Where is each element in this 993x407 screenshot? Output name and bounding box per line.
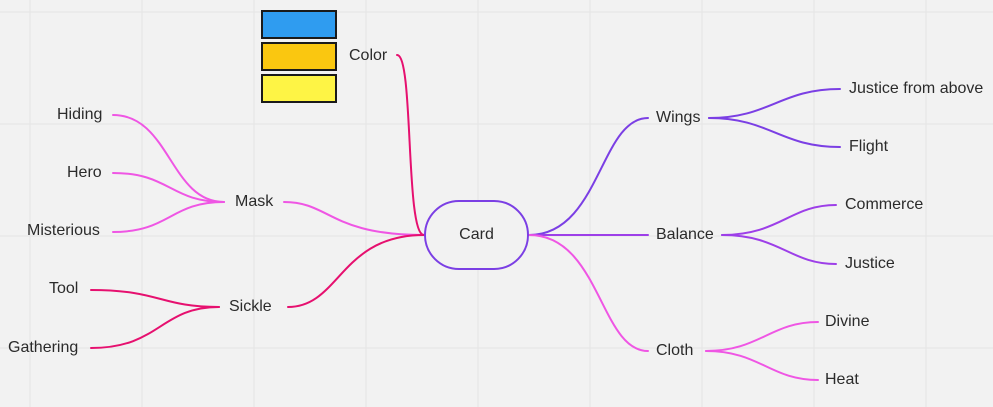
node-tool[interactable]: Tool	[49, 280, 79, 297]
node-cloth[interactable]: Cloth	[656, 342, 694, 359]
connector-mask-hiding	[112, 114, 225, 203]
connector-balance-justice	[721, 234, 837, 265]
center-node-card[interactable]: Card	[424, 200, 529, 270]
connector-wings-flight	[708, 117, 841, 148]
color-swatch-orange[interactable]	[261, 42, 337, 71]
connector-card-wings	[528, 117, 649, 236]
node-hiding[interactable]: Hiding	[57, 106, 103, 123]
node-hero[interactable]: Hero	[67, 164, 102, 181]
node-mask[interactable]: Mask	[235, 193, 274, 210]
node-divine[interactable]: Divine	[825, 313, 870, 330]
node-flight[interactable]: Flight	[849, 138, 889, 155]
connector-cloth-divine	[705, 321, 819, 352]
connector-sickle-gathering	[90, 306, 220, 349]
node-justice[interactable]: Justice	[845, 255, 895, 272]
connector-cloth-heat	[705, 350, 819, 381]
node-sickle[interactable]: Sickle	[229, 298, 272, 315]
connector-balance-commerce	[721, 204, 837, 236]
connector-lines	[90, 54, 841, 381]
connector-mask-hero	[112, 172, 225, 203]
node-color[interactable]: Color	[349, 47, 388, 64]
connector-card-color	[396, 54, 425, 236]
node-balance[interactable]: Balance	[656, 226, 714, 243]
color-swatch-blue[interactable]	[261, 10, 337, 39]
connector-sickle-tool	[90, 289, 220, 308]
node-wings[interactable]: Wings	[656, 109, 701, 126]
connector-wings-jfa	[708, 88, 841, 119]
connector-mask-misterious	[112, 201, 225, 233]
node-justice-from-above[interactable]: Justice from above	[849, 80, 984, 97]
connector-card-mask	[283, 201, 425, 236]
node-heat[interactable]: Heat	[825, 371, 859, 388]
connector-card-sickle	[287, 234, 425, 308]
node-misterious[interactable]: Misterious	[27, 222, 100, 239]
color-swatch-yellow[interactable]	[261, 74, 337, 103]
node-commerce[interactable]: Commerce	[845, 196, 924, 213]
node-gathering[interactable]: Gathering	[8, 339, 79, 356]
connector-card-cloth	[528, 234, 649, 352]
